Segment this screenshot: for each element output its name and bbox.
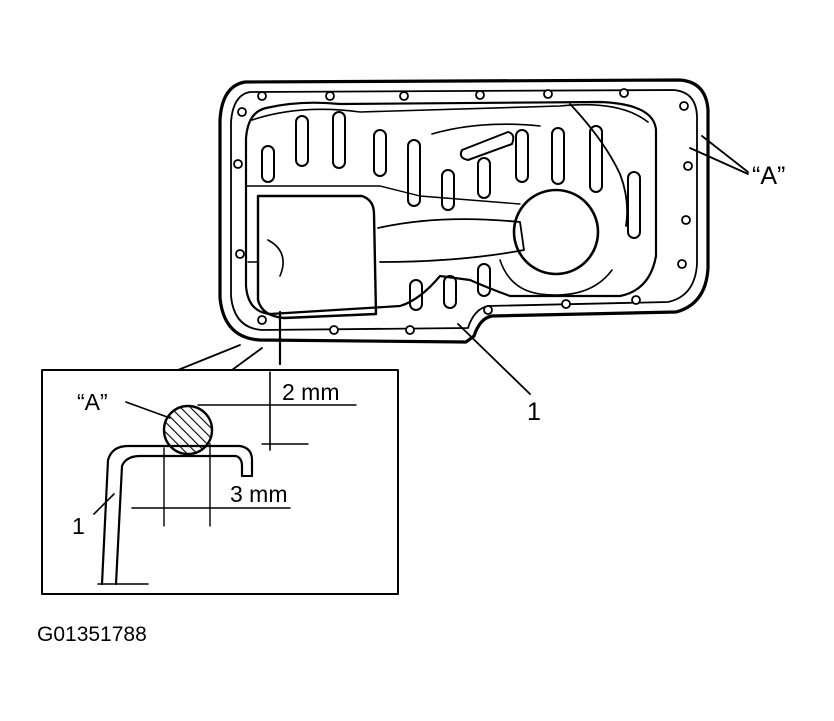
callout-1-detail: 1 xyxy=(72,513,85,539)
dimension-2mm: 2 mm xyxy=(282,379,340,405)
leader-line-part-1 xyxy=(457,323,531,395)
leader-lines-sealant xyxy=(689,135,749,175)
detail-inset xyxy=(41,344,399,595)
callout-a-detail: “A” xyxy=(77,389,108,415)
callout-1-pan: 1 xyxy=(527,398,541,426)
callout-a-top: “A” xyxy=(752,162,785,190)
figure-code: G01351788 xyxy=(37,623,147,646)
dimension-3mm: 3 mm xyxy=(230,481,288,507)
sealant-bead xyxy=(162,404,214,456)
oil-pan-drawing xyxy=(218,78,710,366)
